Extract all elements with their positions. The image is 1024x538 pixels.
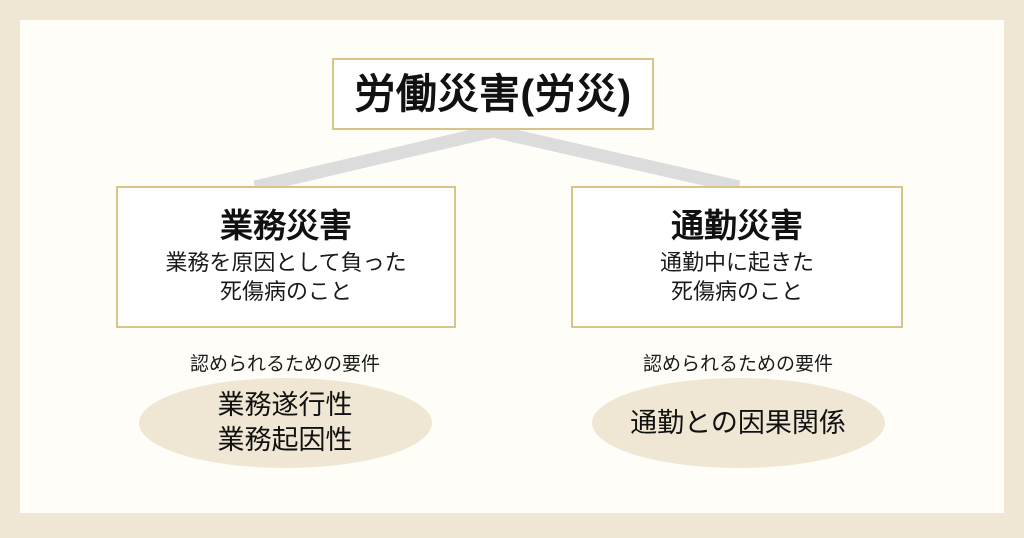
branch-box-tsukin-saigai: 通勤災害 通勤中に起きた 死傷病のこと	[571, 186, 903, 328]
branch-description-line-2: 死傷病のこと	[219, 278, 352, 304]
branch-description-line-1: 通勤中に起きた	[659, 250, 814, 276]
root-node-box: 労働災害(労災)	[332, 58, 654, 130]
branch-heading: 業務災害	[220, 207, 352, 245]
requirement-ellipse: 業務遂行性 業務起因性	[138, 378, 432, 468]
branch-description-line-2: 死傷病のこと	[670, 278, 803, 304]
requirement-line-1: 通勤との因果関係	[630, 407, 846, 438]
requirement-group-gyomu: 認められるための要件 業務遂行性 業務起因性	[105, 355, 465, 468]
branch-box-gyomu-saigai: 業務災害 業務を原因として負った 死傷病のこと	[116, 186, 456, 328]
requirement-label: 認められるための要件	[642, 354, 833, 375]
requirement-line-2: 業務起因性	[217, 425, 353, 455]
requirement-group-tsukin: 認められるための要件 通勤との因果関係	[558, 355, 918, 468]
requirement-label: 認められるための要件	[189, 354, 380, 375]
branch-description-line-1: 業務を原因として負った	[165, 250, 407, 276]
root-node-label: 労働災害(労災)	[354, 70, 632, 117]
requirement-ellipse: 通勤との因果関係	[591, 378, 885, 468]
requirement-line-1: 業務遂行性	[217, 390, 353, 421]
branch-heading: 通勤災害	[671, 207, 803, 245]
